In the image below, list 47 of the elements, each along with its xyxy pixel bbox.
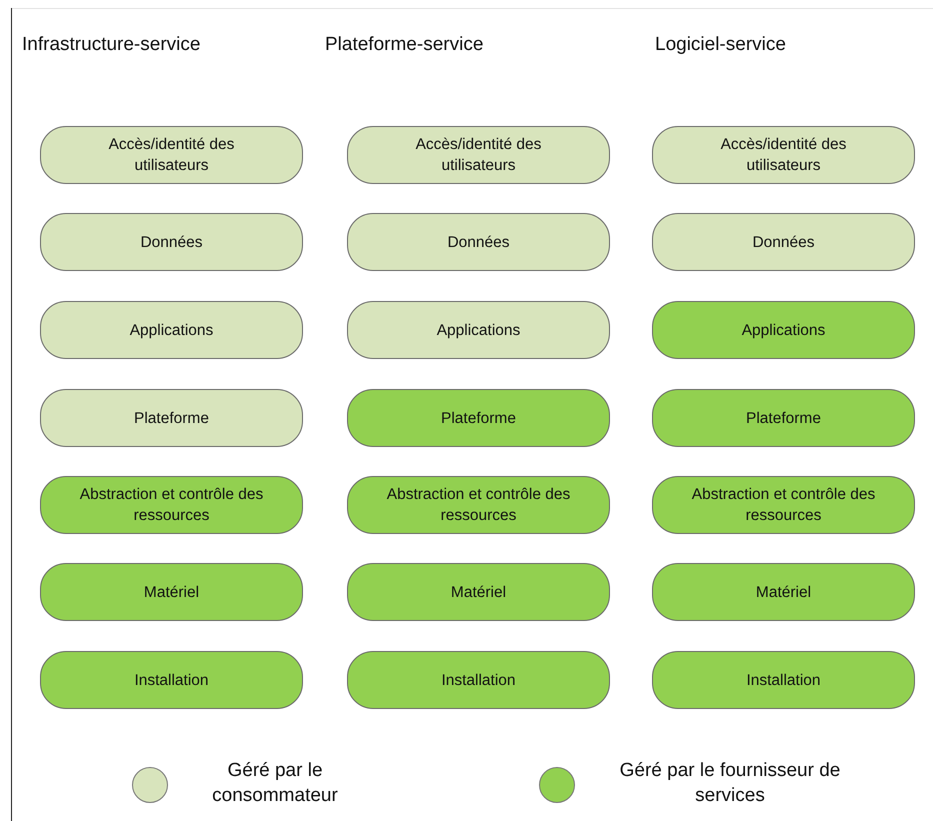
layer-label: Applications [130,320,214,340]
layer-box [652,213,915,271]
layer-box [40,389,303,447]
layer-label: Abstraction et contrôle des ressources [78,485,264,526]
layer-box [40,126,303,184]
layer-box [347,213,610,271]
layer-label: Données [447,232,510,252]
column-heading: Infrastructure-service [22,34,200,56]
layer-box [652,563,915,621]
legend-text: Géré par le consommateur [211,759,339,808]
layer-label: Abstraction et contrôle des ressources [690,485,876,526]
layer-label: Matériel [450,582,506,602]
layer-label: Accès/identité des utilisateurs [720,135,848,176]
layer-label: Applications [742,320,826,340]
layer-box [347,126,610,184]
layer-box [347,651,610,709]
layer-box [652,389,915,447]
layer-box [652,301,915,359]
layer-label: Données [752,232,815,252]
legend-text: Géré par le fournisseur de services [618,759,842,808]
layer-label: Matériel [756,582,812,602]
column-heading: Logiciel-service [655,34,786,56]
layer-box [652,651,915,709]
layer-label: Plateforme [746,408,821,428]
layer-box [40,301,303,359]
column-heading: Plateforme-service [325,34,484,56]
layer-box [40,651,303,709]
layer-box [40,563,303,621]
layer-label: Abstraction et contrôle des ressources [386,485,572,526]
layer-box [347,301,610,359]
layer-box [347,563,610,621]
layer-label: Installation [746,670,821,690]
layer-box [40,213,303,271]
layer-label: Installation [441,670,516,690]
layer-label: Données [140,232,203,252]
layer-label: Applications [436,320,520,340]
layer-label: Installation [134,670,209,690]
layer-box [652,476,915,534]
layer-label: Matériel [144,582,200,602]
layer-box [652,126,915,184]
layer-box [347,476,610,534]
layer-box [347,389,610,447]
layer-label: Plateforme [134,408,209,428]
layer-box [40,476,303,534]
layer-label: Plateforme [441,408,516,428]
layer-label: Accès/identité des utilisateurs [414,135,542,176]
layer-label: Accès/identité des utilisateurs [108,135,236,176]
